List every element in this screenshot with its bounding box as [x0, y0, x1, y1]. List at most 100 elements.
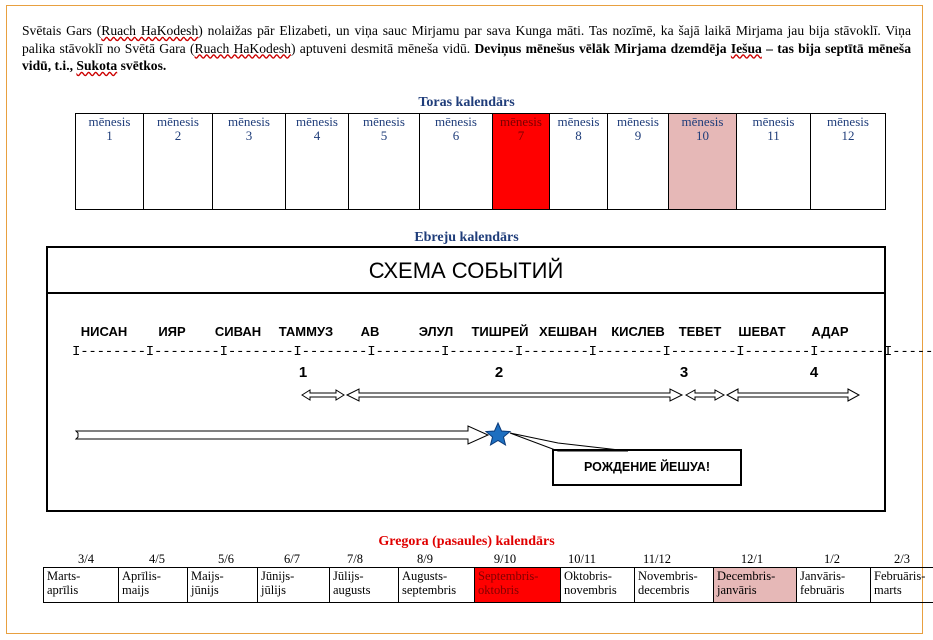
gregorian-month-text: septembris: [402, 583, 457, 597]
torah-month-number: 9: [634, 128, 642, 143]
torah-month-word: mēnesis: [500, 114, 542, 129]
gregorian-month-cell: Aprīlis-maijs: [118, 567, 188, 603]
scheme-title: СХЕМА СОБЫТИЙ: [48, 248, 884, 294]
intro-bold: svētkos.: [117, 58, 167, 73]
gregorian-month-text: novembris: [564, 583, 617, 597]
gregorian-month-cell: Novembris-decembris: [634, 567, 714, 603]
gregorian-month-cell: Jūlijs-augusts: [329, 567, 399, 603]
torah-month-number: 3: [245, 128, 253, 143]
hebrew-month-label: ХЕШВАН: [539, 324, 597, 339]
hebrew-month-label: ТИШРЕЙ: [471, 324, 529, 339]
double-arrow-2: [345, 388, 684, 402]
hebrew-month-label: КИСЛЕВ: [611, 324, 665, 339]
torah-month-number: 1: [106, 128, 113, 143]
torah-month-number: 2: [174, 128, 182, 143]
gregorian-month-text: Novembris-: [638, 569, 698, 583]
gregorian-number: 10/11: [567, 552, 597, 566]
gregorian-title: Gregora (pasaules) kalendārs: [378, 534, 555, 549]
callout-pointer: [509, 432, 629, 452]
gregorian-month-text: oktobris: [478, 583, 519, 597]
gregorian-month-text: maijs: [122, 583, 150, 597]
hebrew-month-label: ТАММУЗ: [278, 324, 334, 339]
hebrew-month-label: ШЕВАТ: [738, 324, 786, 339]
intro-paragraph: Svētais Gars (Ruach HaKodesh) nolaižas p…: [22, 22, 911, 75]
torah-month-word: mēnesis: [617, 114, 659, 129]
gregorian-number: 6/7: [284, 552, 300, 566]
gregorian-number: 2/3: [894, 552, 910, 566]
gregorian-month-text: Marts-: [47, 569, 81, 583]
gregorian-month-cell: Decembris-janvāris: [713, 567, 797, 603]
torah-month-number: 8: [575, 128, 582, 143]
torah-month-number: 7: [517, 128, 525, 143]
intro-bold: Deviņus mēnešus vēlāk Mirjama dzemdēja: [474, 40, 731, 56]
segment-number: 4: [809, 364, 819, 381]
torah-month-word: mēnesis: [435, 114, 477, 129]
gregorian-month-cell: Oktobris-novembris: [560, 567, 635, 603]
torah-month-word: mēnesis: [363, 114, 405, 129]
arrows-layer: [74, 388, 861, 452]
torah-month-number: 4: [313, 128, 321, 143]
birth-label: РОЖДЕНИЕ ЙЕШУА!: [552, 449, 742, 486]
intro-bold-term: Iešua: [730, 40, 762, 56]
torah-month-number: 5: [380, 128, 388, 143]
gregorian-month-text: Jūlijs-: [333, 569, 364, 583]
gregorian-month-text: jūlijs: [261, 583, 287, 597]
hebrew-month-label: ИЯР: [158, 324, 186, 339]
torah-month-word: mēnesis: [88, 114, 131, 129]
torah-month-number: 6: [452, 128, 460, 143]
gregorian-month-cell: Maijs-jūnijs: [187, 567, 258, 603]
pregnancy-arrow: [74, 425, 490, 445]
gregorian-month-text: Janvāris-: [800, 569, 846, 583]
segment-number: 3: [679, 364, 689, 381]
gregorian-number: 12/1: [740, 552, 764, 566]
gregorian-month-text: Augusts-: [402, 569, 448, 583]
torah-month-word: mēnesis: [228, 114, 270, 129]
segment-number: 1: [298, 364, 308, 381]
gregorian-month-text: aprīlis: [47, 583, 79, 597]
intro-text: ) nolaižas pār Elizabeti, un viņa sauc M…: [22, 23, 912, 56]
torah-month-word: mēnesis: [827, 114, 869, 129]
gregorian-month-text: Aprīlis-: [122, 569, 161, 583]
hebrew-month-label: ТЕВЕТ: [678, 324, 722, 339]
intro-text: ) aptuveni desmitā mēneša vidū.: [290, 40, 475, 56]
gregorian-month-text: Februāris-: [874, 569, 926, 583]
torah-month-number: 12: [841, 128, 855, 143]
hebrew-month-label: ЭЛУЛ: [418, 324, 454, 339]
gregorian-month-text: februāris: [800, 583, 845, 597]
hebrew-month-label: СИВАН: [214, 324, 262, 339]
gregorian-month-cell: Marts-aprīlis: [43, 567, 119, 603]
document-frame: [6, 5, 923, 634]
gregorian-month-text: janvāris: [717, 583, 757, 597]
gregorian-number: 4/5: [149, 552, 165, 566]
torah-month-word: mēnesis: [157, 114, 199, 129]
gregorian-month-text: Maijs-: [191, 569, 224, 583]
intro-text: Svētais Gars (: [22, 23, 102, 38]
gregorian-month-text: Decembris-: [717, 569, 776, 583]
double-arrow-4: [725, 388, 861, 402]
gregorian-number: 1/2: [824, 552, 840, 566]
gregorian-month-text: Septembris-: [478, 569, 539, 583]
gregorian-month-text: augusts: [333, 583, 371, 597]
hebrew-title: Ebreju kalendārs: [414, 230, 519, 245]
segment-number: 2: [494, 364, 504, 381]
gregorian-number: 11/12: [642, 552, 672, 566]
gregorian-month-text: jūnijs: [191, 583, 219, 597]
intro-bold-term: Sukota: [76, 58, 118, 73]
gregorian-month-text: Oktobris-: [564, 569, 612, 583]
gregorian-number: 7/8: [347, 552, 363, 566]
gregorian-number: 3/4: [78, 552, 94, 566]
double-arrow-1: [301, 389, 345, 401]
